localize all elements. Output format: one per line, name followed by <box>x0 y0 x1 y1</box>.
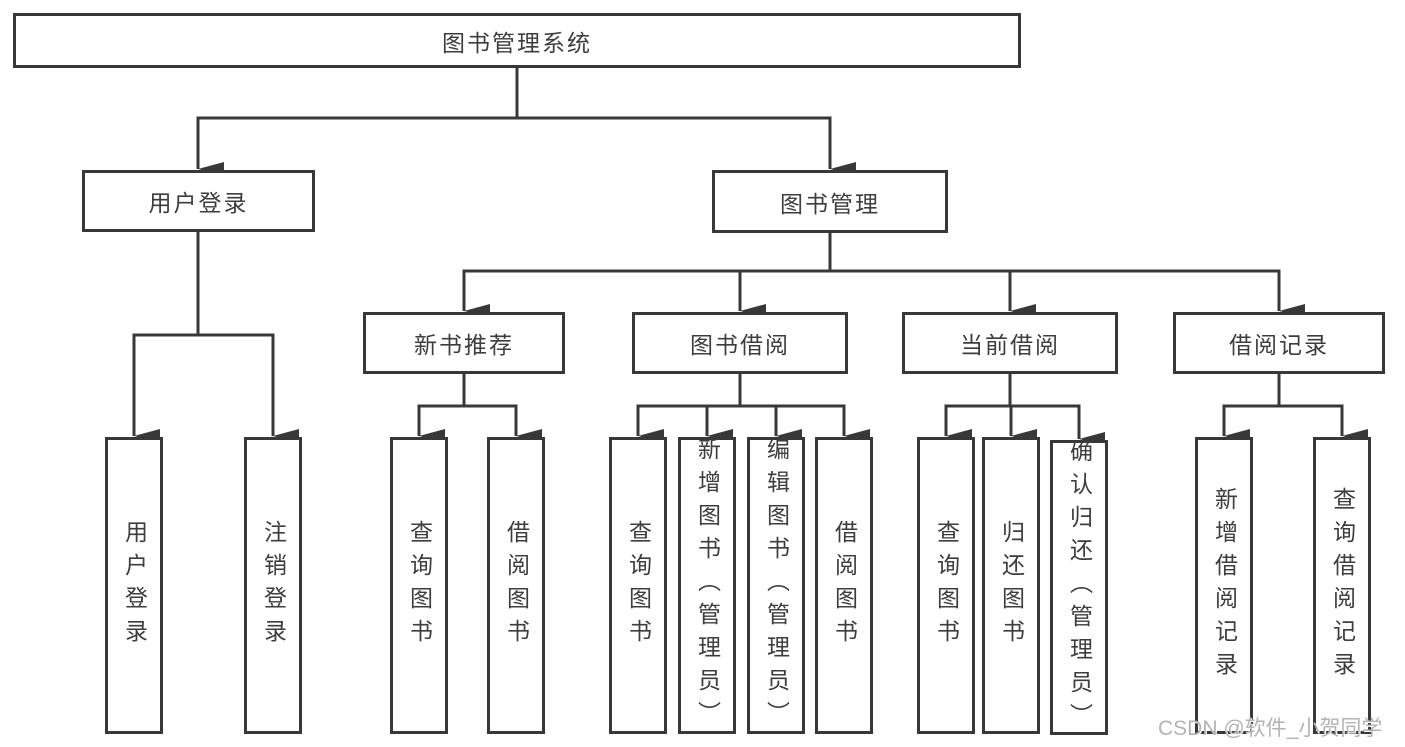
leaf-add-book-admin: 新增图书（管理员） <box>678 437 736 734</box>
node-borrow-records: 借阅记录 <box>1173 312 1385 374</box>
node-label: 借阅图书 <box>831 519 858 652</box>
leaf-add-borrow-record: 新增借阅记录 <box>1195 437 1253 734</box>
node-label: 编辑图书（管理员） <box>763 437 790 734</box>
node-label: 新增借阅记录 <box>1211 486 1238 685</box>
node-label: 新增图书（管理员） <box>694 437 721 734</box>
node-label: 注销登录 <box>260 519 287 652</box>
node-label: 图书借阅 <box>690 332 790 358</box>
csdn-watermark: CSDN @软件_小贺同学 <box>1158 717 1383 740</box>
leaf-query-book-borrow: 查询图书 <box>609 437 667 734</box>
leaf-return-book: 归还图书 <box>982 437 1040 734</box>
node-book-management: 图书管理 <box>712 170 948 233</box>
node-label: 查询图书 <box>406 519 433 652</box>
leaf-query-book-current: 查询图书 <box>917 437 975 734</box>
node-label: 查询图书 <box>625 519 652 652</box>
node-label: 借阅图书 <box>503 519 530 652</box>
node-label: 查询借阅记录 <box>1329 486 1356 685</box>
leaf-edit-book-admin: 编辑图书（管理员） <box>747 437 805 734</box>
node-label: 借阅记录 <box>1229 332 1329 358</box>
node-label: 当前借阅 <box>960 332 1060 358</box>
leaf-logout-login: 注销登录 <box>244 437 302 734</box>
node-label: 确认归还（管理员） <box>1066 439 1093 736</box>
leaf-borrow-book-recommend: 借阅图书 <box>487 437 545 734</box>
leaf-query-borrow-record: 查询借阅记录 <box>1313 437 1371 734</box>
leaf-borrow-book: 借阅图书 <box>815 437 873 734</box>
node-label: 用户登录 <box>121 519 148 652</box>
node-label: 图书管理系统 <box>442 29 592 56</box>
node-library-management-system: 图书管理系统 <box>13 13 1021 68</box>
leaf-user-login: 用户登录 <box>105 437 163 734</box>
node-label: 归还图书 <box>998 519 1025 652</box>
node-book-borrow: 图书借阅 <box>632 312 848 374</box>
node-user-login: 用户登录 <box>82 170 315 232</box>
leaf-confirm-return-admin: 确认归还（管理员） <box>1050 439 1108 736</box>
node-label: 新书推荐 <box>414 332 514 358</box>
leaf-query-book-recommend: 查询图书 <box>390 437 448 734</box>
node-label: 图书管理 <box>780 190 880 217</box>
node-new-book-recommend: 新书推荐 <box>363 312 565 374</box>
node-label: 用户登录 <box>148 190 249 216</box>
node-current-borrow: 当前借阅 <box>902 312 1118 374</box>
node-label: 查询图书 <box>933 519 960 652</box>
